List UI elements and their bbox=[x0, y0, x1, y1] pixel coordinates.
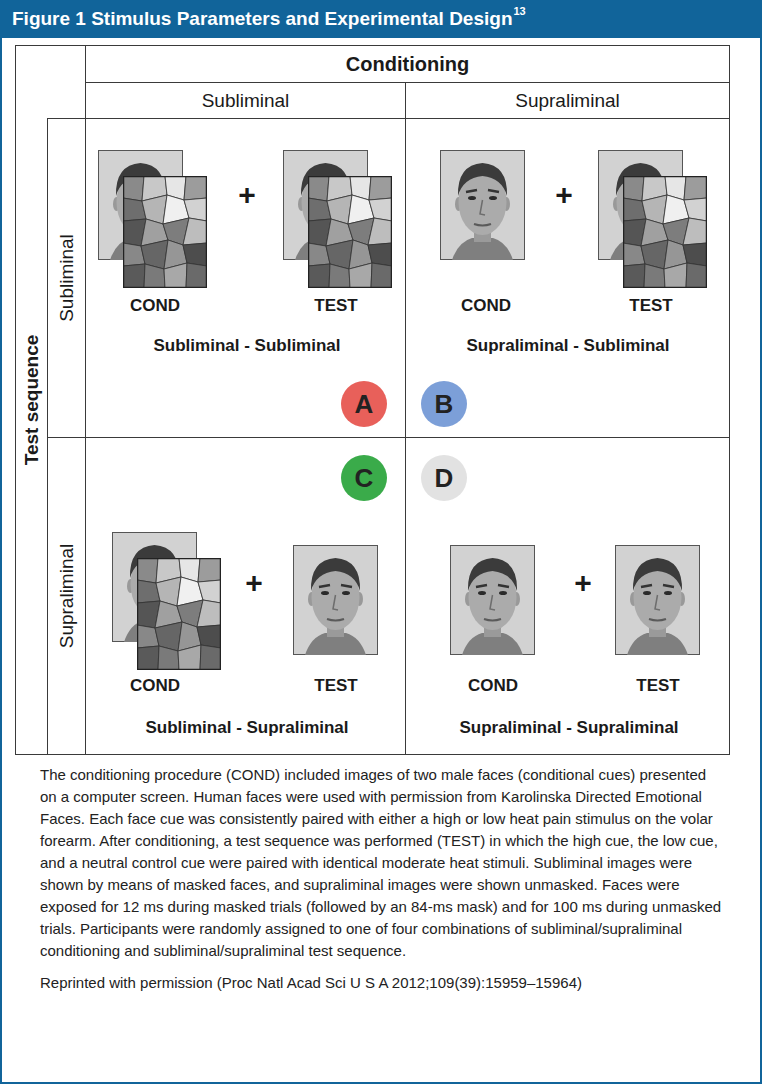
condition-caption: Subliminal - Subliminal bbox=[153, 336, 340, 356]
cue-label: COND bbox=[461, 296, 511, 316]
condition-cell: COND + TEST Supraliminal - SubliminalB bbox=[405, 118, 730, 438]
badge-fill bbox=[341, 455, 387, 501]
figure-title: Figure 1 Stimulus Parameters and Experim… bbox=[12, 8, 513, 30]
plus-sign: + bbox=[574, 565, 592, 600]
cue-label: COND bbox=[130, 296, 180, 316]
letter-badge: B bbox=[421, 381, 467, 427]
face-image bbox=[441, 151, 525, 261]
condition-caption: Supraliminal - Subliminal bbox=[466, 336, 669, 356]
badge-fill bbox=[341, 381, 387, 427]
badge-fill bbox=[421, 381, 467, 427]
table-frame bbox=[16, 46, 730, 755]
cue-label: TEST bbox=[314, 296, 357, 316]
mask-image bbox=[123, 176, 207, 288]
header-text: Supraliminal bbox=[515, 90, 620, 112]
cue-label: TEST bbox=[629, 296, 672, 316]
header-text: Subliminal bbox=[202, 90, 290, 112]
badge-letter: B bbox=[435, 389, 454, 419]
rotated-header-text: Subliminal bbox=[56, 234, 78, 322]
cue-label: COND bbox=[130, 676, 180, 696]
badge-letter: D bbox=[435, 463, 454, 493]
row-header: Supraliminal bbox=[47, 437, 86, 755]
cue-label: COND bbox=[468, 676, 518, 696]
face-image bbox=[294, 546, 378, 656]
plus-sign: + bbox=[238, 177, 256, 212]
letter-badge: C bbox=[341, 455, 387, 501]
rotated-header-text: Test sequence bbox=[21, 335, 43, 466]
badge-fill bbox=[421, 455, 467, 501]
condition-cell: COND + TEST Supraliminal - Supraliminal D bbox=[405, 437, 730, 755]
column-header: Subliminal bbox=[85, 82, 406, 119]
badge-letter: C bbox=[355, 463, 374, 493]
letter-badge: D bbox=[421, 455, 467, 501]
cue-label: TEST bbox=[314, 676, 357, 696]
face-image bbox=[616, 546, 700, 656]
condition-caption: Subliminal - Supraliminal bbox=[145, 718, 348, 738]
column-header: Conditioning bbox=[85, 45, 730, 83]
condition-caption: Supraliminal - Supraliminal bbox=[459, 718, 678, 738]
row-header: Test sequence bbox=[15, 45, 48, 755]
condition-cell: COND + TEST Subliminal - Supraliminal C bbox=[85, 437, 406, 755]
cue-label: TEST bbox=[636, 676, 679, 696]
figure-caption: The conditioning procedure (COND) includ… bbox=[40, 764, 724, 962]
mask-image bbox=[623, 176, 707, 288]
plus-sign: + bbox=[555, 177, 573, 212]
badge-letter: A bbox=[355, 389, 374, 419]
mask-image bbox=[308, 176, 392, 288]
rotated-header-text: Supraliminal bbox=[56, 544, 78, 649]
condition-cell: COND + TEST Subliminal - SubliminalA bbox=[85, 118, 406, 438]
reference-number: 13 bbox=[514, 5, 526, 18]
reprint-note: Reprinted with permission (Proc Natl Aca… bbox=[40, 972, 724, 994]
face-image bbox=[451, 546, 535, 656]
row-header: Subliminal bbox=[47, 118, 86, 438]
mask-image bbox=[137, 558, 221, 670]
plus-sign: + bbox=[245, 565, 263, 600]
title-bar: Figure 1 Stimulus Parameters and Experim… bbox=[0, 0, 762, 38]
letter-badge: A bbox=[341, 381, 387, 427]
header-text: Conditioning bbox=[346, 53, 469, 75]
column-header: Supraliminal bbox=[405, 82, 730, 119]
